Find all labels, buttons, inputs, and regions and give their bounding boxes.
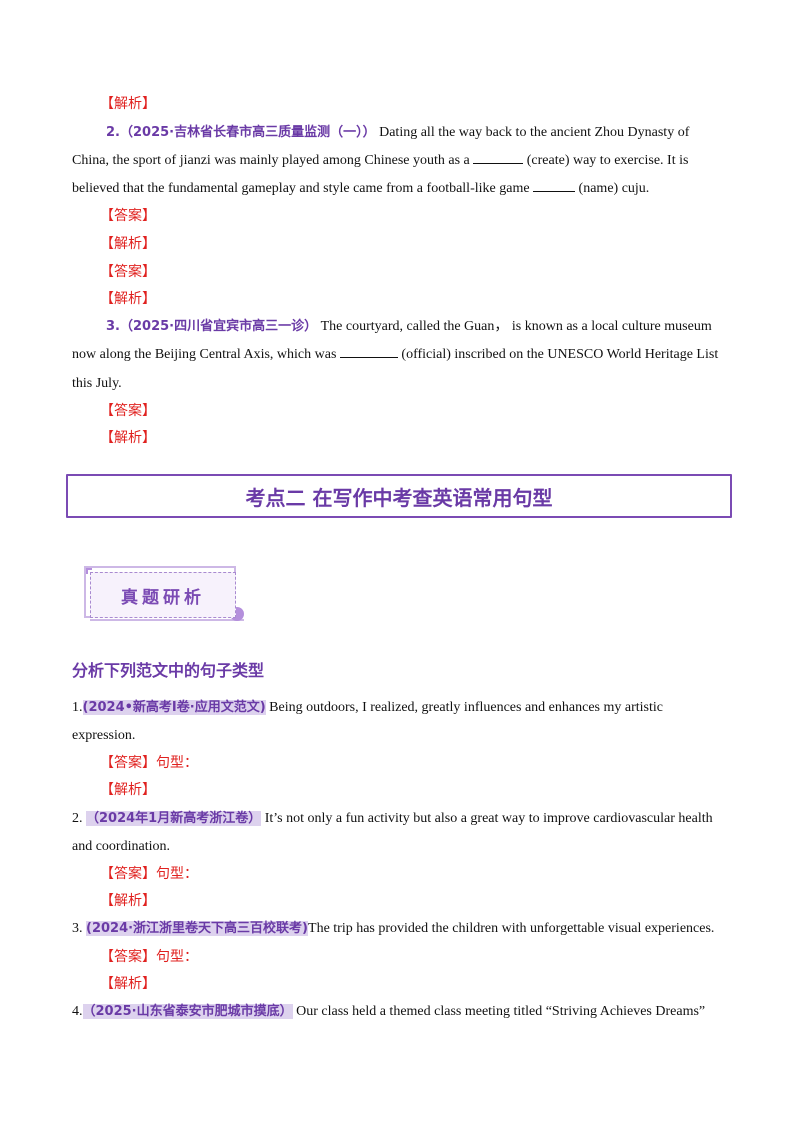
badge-label: 真题研析 — [121, 587, 205, 608]
item-source: （2025·山东省泰安市肥城市摸底） — [82, 1004, 293, 1019]
question-number: 2. — [106, 125, 120, 140]
question-2-line-3: believed that the fundamental gameplay a… — [72, 179, 650, 196]
item-1-line-2: expression. — [72, 728, 136, 743]
badge-zhenti-yanxi: 真题研析 — [84, 566, 244, 626]
section-title-box: 考点二 在写作中考查英语常用句型 — [66, 474, 732, 518]
item-number: 4. — [72, 1004, 83, 1019]
question-number: 3. — [106, 319, 120, 334]
answer-label: 【答案】 — [100, 404, 156, 419]
item-number: 1. — [72, 700, 83, 715]
item-number: 3. — [72, 921, 83, 936]
question-3-line-2: now along the Beijing Central Axis, whic… — [72, 345, 719, 362]
answer-label: 【答案】 — [100, 209, 156, 224]
analysis-label: 【解析】 — [100, 977, 156, 992]
item-text: The trip has provided the children with … — [308, 921, 715, 936]
item-source: (2024·浙江浙里卷天下高三百校联考) — [86, 921, 309, 936]
item-number: 2. — [72, 811, 83, 826]
item-3-answer: 【答案】句型： — [100, 950, 198, 965]
analysis-label: 【解析】 — [100, 97, 156, 112]
analysis-label: 【解析】 — [100, 783, 156, 798]
item-3-line-1: 3. (2024·浙江浙里卷天下高三百校联考)The trip has prov… — [72, 919, 714, 939]
item-1-answer: 【答案】句型： — [100, 756, 198, 771]
question-source: （2025·吉林省长春市高三质量监测（一）） — [119, 125, 376, 140]
answer-blank[interactable] — [473, 151, 524, 164]
answer-blank[interactable] — [339, 345, 398, 358]
item-source: （2024年1月新高考浙江卷） — [86, 811, 262, 826]
question-3-line-3: this July. — [72, 376, 122, 391]
subheading: 分析下列范文中的句子类型 — [72, 661, 265, 680]
question-2-line-1: 2.（2025·吉林省长春市高三质量监测（一）） Dating all the … — [106, 123, 689, 143]
analysis-label: 【解析】 — [100, 292, 156, 307]
question-text: The courtyard, called the Guan， is known… — [320, 319, 712, 334]
badge-inner: 真题研析 — [90, 572, 236, 618]
question-text: Dating all the way back to the ancient Z… — [379, 125, 690, 140]
analysis-label: 【解析】 — [100, 431, 156, 446]
analysis-label: 【解析】 — [100, 894, 156, 909]
item-source: (2024•新高考Ⅰ卷·应用文范文) — [82, 700, 266, 715]
answer-label: 【答案】 — [100, 265, 156, 280]
answer-blank[interactable] — [533, 179, 576, 192]
item-2-answer: 【答案】句型： — [100, 867, 198, 882]
item-text: Our class held a themed class meeting ti… — [296, 1004, 706, 1019]
item-1-line-1: 1.(2024•新高考Ⅰ卷·应用文范文) Being outdoors, I r… — [72, 698, 663, 718]
item-text: It’s not only a fun activity but also a … — [264, 811, 713, 826]
section-title: 考点二 在写作中考查英语常用句型 — [245, 485, 553, 510]
question-3-line-1: 3.（2025·四川省宜宾市高三一诊） The courtyard, calle… — [106, 317, 712, 337]
item-text: Being outdoors, I realized, greatly infl… — [269, 700, 663, 715]
analysis-label: 【解析】 — [100, 237, 156, 252]
question-source: （2025·四川省宜宾市高三一诊） — [119, 319, 318, 334]
item-2-line-1: 2. （2024年1月新高考浙江卷） It’s not only a fun a… — [72, 809, 713, 829]
item-4-line-1: 4.（2025·山东省泰安市肥城市摸底） Our class held a th… — [72, 1002, 705, 1022]
item-2-line-2: and coordination. — [72, 839, 170, 854]
question-2-line-2: China, the sport of jianzi was mainly pl… — [72, 151, 689, 168]
